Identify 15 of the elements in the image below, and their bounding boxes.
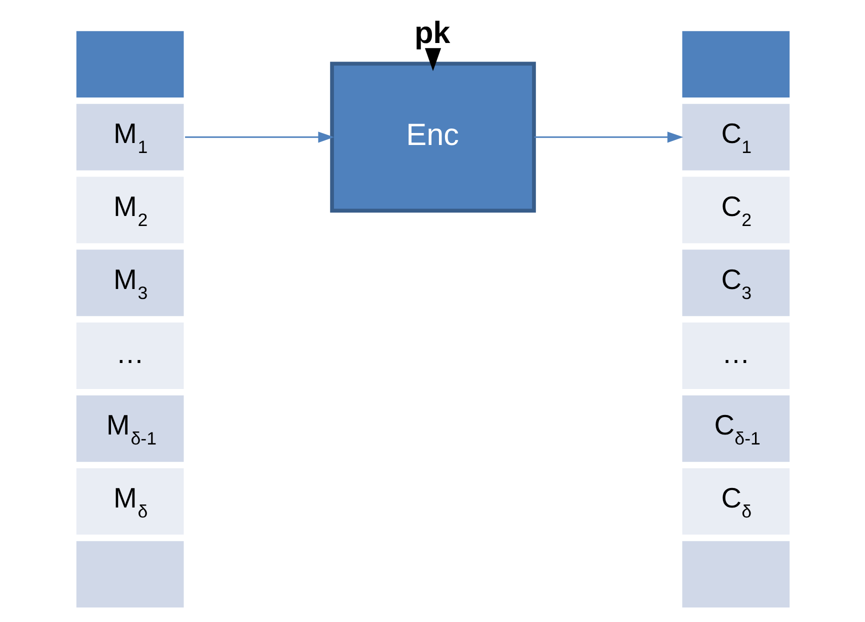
node-box: M$_{1}$ <box>73 101 186 173</box>
node-text: pk <box>414 16 450 50</box>
node-box <box>73 538 186 610</box>
node-box: C$_{δ-1}$ <box>679 392 792 464</box>
arrow <box>184 132 334 143</box>
node-box <box>679 28 792 100</box>
node-box: Enc <box>330 62 536 213</box>
node-box: M$_{δ-1}$ <box>73 392 186 464</box>
node-box <box>679 538 792 610</box>
node-box: M$_{3}$ <box>73 247 186 319</box>
node-box: C$_{1}$ <box>679 101 792 173</box>
arrow <box>424 48 441 72</box>
arrow <box>534 132 683 143</box>
node-box <box>73 28 186 100</box>
node-box: C$_{3}$ <box>679 247 792 319</box>
